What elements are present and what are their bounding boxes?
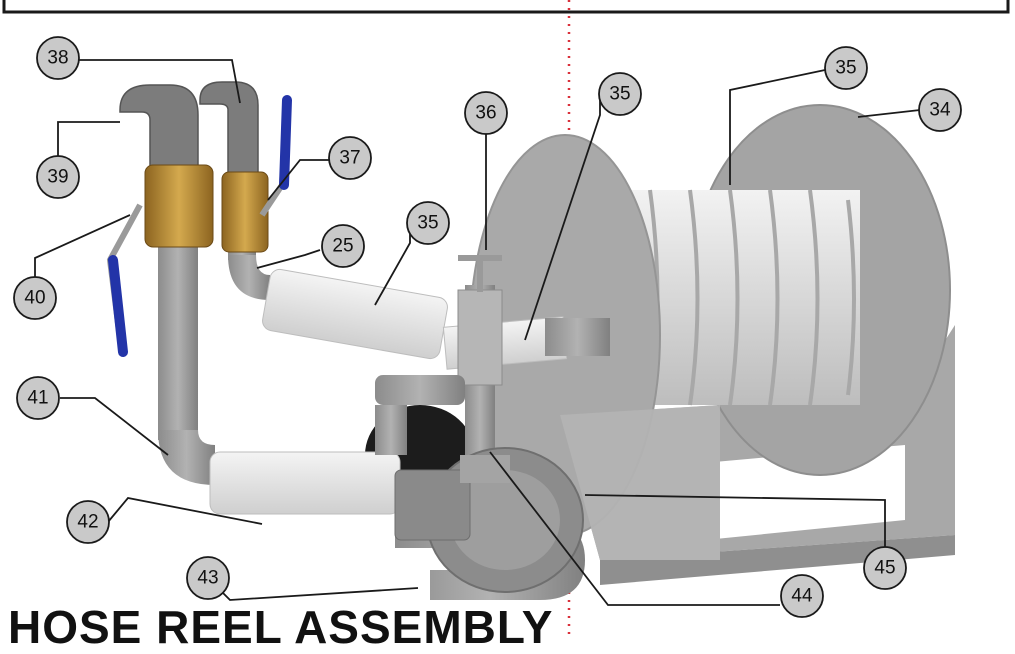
svg-text:35: 35 <box>835 58 856 79</box>
left-vertical-pipe <box>158 235 198 440</box>
callout-44: 44 <box>780 574 824 618</box>
right-valve-handle-grip <box>279 95 292 190</box>
callout-42: 42 <box>66 500 110 544</box>
upper-elbow-25 <box>228 255 270 300</box>
reel-front-support <box>560 405 720 560</box>
callout-45: 45 <box>863 546 907 590</box>
svg-text:36: 36 <box>475 103 496 124</box>
callout-43: 43 <box>186 556 230 600</box>
svg-text:37: 37 <box>339 148 360 169</box>
callout-35-right: 35 <box>824 46 868 90</box>
svg-text:34: 34 <box>929 100 951 121</box>
side-manifold-pipe-lower <box>375 405 407 455</box>
left-top-elbow <box>119 84 199 176</box>
stem-valve-body <box>457 289 503 386</box>
svg-text:25: 25 <box>332 236 353 257</box>
pump-body <box>394 447 584 593</box>
callout-37: 37 <box>328 136 372 180</box>
reel-inlet-pipe <box>545 318 610 356</box>
left-brass-valve <box>144 164 214 248</box>
frame-border <box>2 0 1010 14</box>
right-brass-valve <box>221 171 269 253</box>
callout-41: 41 <box>16 376 60 420</box>
hose-reel-diagram: 38 39 37 40 25 35 36 35 35 34 41 42 43 4… <box>2 0 1010 635</box>
left-valve-handle-grip <box>108 255 128 357</box>
callout-39: 39 <box>36 155 80 199</box>
svg-text:44: 44 <box>791 586 813 607</box>
left-lower-elbow <box>158 430 215 485</box>
diagram-title: HOSE REEL ASSEMBLY <box>8 601 554 653</box>
callout-34: 34 <box>918 88 962 132</box>
callout-40: 40 <box>13 276 57 320</box>
svg-text:42: 42 <box>77 512 98 533</box>
lower-horizontal-pipe <box>209 451 401 515</box>
callout-38: 38 <box>36 36 80 80</box>
svg-text:35: 35 <box>417 213 438 234</box>
callout-25: 25 <box>321 224 365 268</box>
svg-text:35: 35 <box>609 84 630 105</box>
callout-35-middle: 35 <box>598 72 642 116</box>
svg-text:41: 41 <box>27 388 48 409</box>
side-manifold-pipe <box>375 375 465 405</box>
upper-white-pipe <box>262 268 448 360</box>
callout-36: 36 <box>464 91 508 135</box>
svg-text:39: 39 <box>47 167 68 188</box>
svg-text:40: 40 <box>24 288 45 309</box>
right-top-elbow <box>199 81 259 176</box>
svg-text:43: 43 <box>197 568 218 589</box>
callout-35-left: 35 <box>406 201 450 245</box>
svg-text:45: 45 <box>874 558 895 579</box>
svg-text:38: 38 <box>47 48 68 69</box>
